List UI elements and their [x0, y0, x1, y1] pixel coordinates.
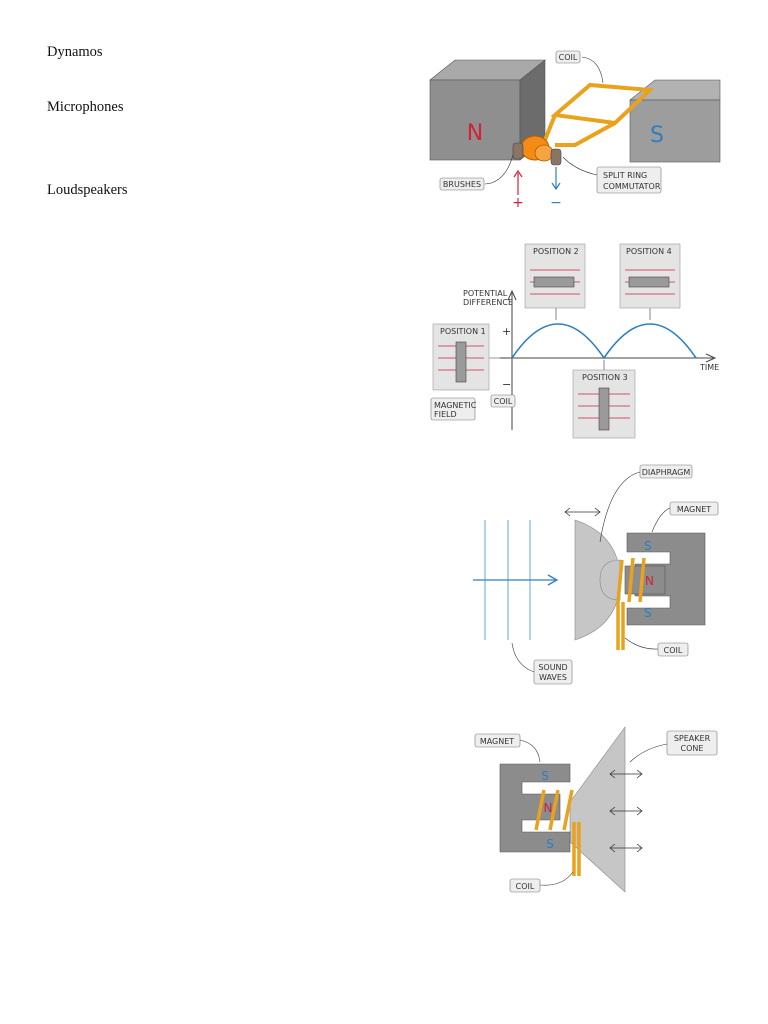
- sound-waves-label-1: SOUND: [538, 663, 567, 672]
- speaker-cone-label-1: SPEAKER: [674, 734, 711, 743]
- north-magnet: [429, 79, 521, 161]
- dynamo-diagram: N S + − COIL BRUSHES SPLIT RING COMMUTAT…: [429, 50, 721, 210]
- speaker-magnet-label: MAGNET: [480, 737, 514, 746]
- minus-terminal: −: [550, 195, 562, 210]
- speaker-cone: [569, 726, 626, 893]
- pd-time-graph: POTENTIAL DIFFERENCE + − TIME POSITION 1…: [430, 243, 719, 439]
- brush-right: [550, 148, 562, 166]
- mic-magnet-label: MAGNET: [677, 505, 711, 514]
- speaker-magnet: [499, 763, 571, 853]
- position-2-panel: POSITION 2: [524, 243, 586, 309]
- brush-left: [512, 142, 524, 160]
- mic-pole-s-top: S: [644, 539, 652, 553]
- plus-sign: +: [502, 325, 511, 338]
- magnetic-field-label-1: MAGNETIC: [434, 401, 477, 410]
- loudspeaker-diagram: S S N MAGNET SPEAKER CONE COIL: [474, 726, 718, 893]
- south-magnet: [629, 99, 721, 163]
- dynamo-coil: [543, 82, 655, 147]
- mic-pole-s-bottom: S: [644, 606, 652, 620]
- position-4-label: POSITION 4: [626, 247, 672, 256]
- speaker-coil: [534, 789, 581, 876]
- position-1-label: POSITION 1: [440, 327, 486, 336]
- speaker-pole-s-bottom: S: [546, 837, 554, 851]
- mic-pole-n: N: [645, 574, 654, 588]
- pole-n-label: N: [467, 121, 483, 146]
- minus-sign: −: [502, 378, 511, 391]
- coil-label: COIL: [559, 53, 578, 62]
- graph-coil-label: COIL: [494, 397, 513, 406]
- speaker-cone-label-2: CONE: [681, 744, 704, 753]
- y-axis-label-2: DIFFERENCE: [463, 298, 513, 307]
- position-1-panel: POSITION 1: [432, 323, 490, 391]
- commutator-label-line2: COMMUTATOR: [603, 182, 661, 191]
- commutator-label-line1: SPLIT RING: [603, 171, 647, 180]
- speaker-pole-s-top: S: [541, 769, 549, 783]
- magnetic-field-label-2: FIELD: [434, 410, 457, 419]
- sound-waves-label-2: WAVES: [539, 673, 567, 682]
- position-3-label: POSITION 3: [582, 373, 628, 382]
- heading-loudspeakers: Loudspeakers: [47, 182, 128, 198]
- microphone-diagram: S S N DIAPHRAGM MAGNET COIL SOUND WAVES: [473, 464, 719, 685]
- position-2-label: POSITION 2: [533, 247, 579, 256]
- heading-microphones: Microphones: [47, 99, 124, 115]
- diaphragm-label: DIAPHRAGM: [642, 468, 691, 477]
- speaker-coil-label: COIL: [516, 882, 535, 891]
- speaker-pole-n: N: [544, 801, 553, 815]
- mic-coil-label: COIL: [664, 646, 683, 655]
- mic-coil: [616, 557, 646, 650]
- y-axis-label-1: POTENTIAL: [463, 289, 508, 298]
- pd-curve: [511, 323, 697, 360]
- mic-magnet: [626, 532, 706, 626]
- plus-terminal: +: [512, 195, 524, 210]
- position-4-panel: POSITION 4: [619, 243, 681, 309]
- position-3-panel: POSITION 3: [572, 369, 636, 439]
- brushes-label: BRUSHES: [443, 180, 481, 189]
- pole-s-label: S: [650, 123, 664, 148]
- heading-dynamos: Dynamos: [47, 44, 103, 60]
- x-axis-label: TIME: [699, 363, 719, 372]
